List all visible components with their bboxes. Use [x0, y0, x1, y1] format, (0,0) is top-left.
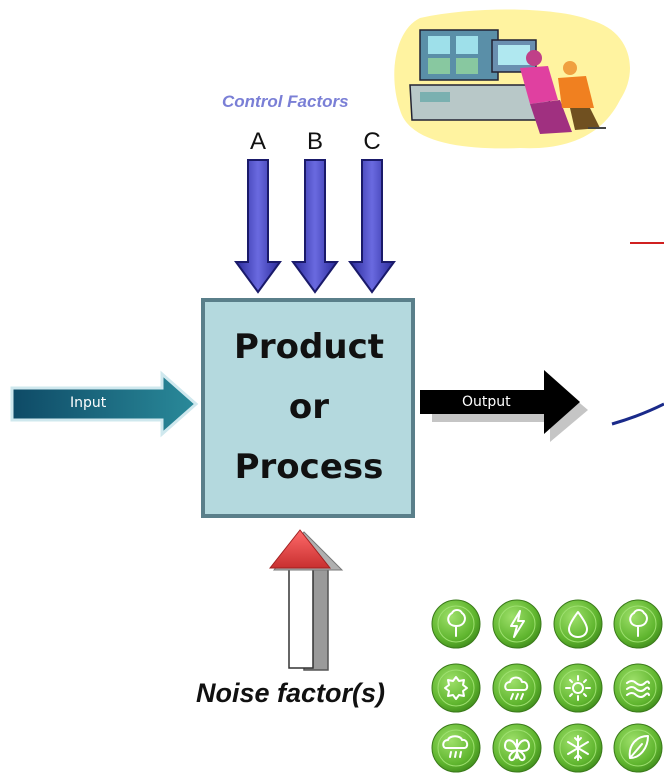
process-box-label: Product or Process [205, 300, 413, 514]
sun-icon [553, 663, 603, 713]
factor-label-b: B [306, 128, 323, 155]
process-box [201, 298, 415, 518]
output-arrow [420, 370, 588, 442]
rain-cloud-icon [431, 723, 481, 773]
factor-label-c: C [363, 128, 381, 155]
waves-icon [613, 663, 663, 713]
snowflake-icon [553, 723, 603, 773]
tree-icon [431, 599, 481, 649]
noise-arrow [268, 529, 344, 671]
tree-icon [613, 599, 663, 649]
noise-factor-label: Noise factor(s) [196, 678, 386, 708]
control-factors-title: Control Factors [222, 92, 349, 111]
control-arrow-c [348, 159, 396, 294]
process-line-2: or [288, 387, 330, 427]
control-arrow-a [234, 159, 282, 294]
operators-clipart [394, 9, 630, 149]
input-arrow [10, 370, 199, 438]
control-arrow-b [291, 159, 339, 294]
leaf-icon [613, 723, 663, 773]
water-drop-icon [553, 599, 603, 649]
process-line-3: Process [234, 447, 384, 487]
curve-line [611, 402, 664, 426]
factor-label-a: A [249, 128, 266, 155]
butterfly-icon [492, 723, 542, 773]
gear-icon [431, 663, 481, 713]
output-label: Output [462, 394, 511, 410]
process-line-1: Product [234, 327, 384, 367]
cloud-rain-icon [492, 663, 542, 713]
input-label: Input [70, 395, 107, 411]
lightning-icon [492, 599, 542, 649]
